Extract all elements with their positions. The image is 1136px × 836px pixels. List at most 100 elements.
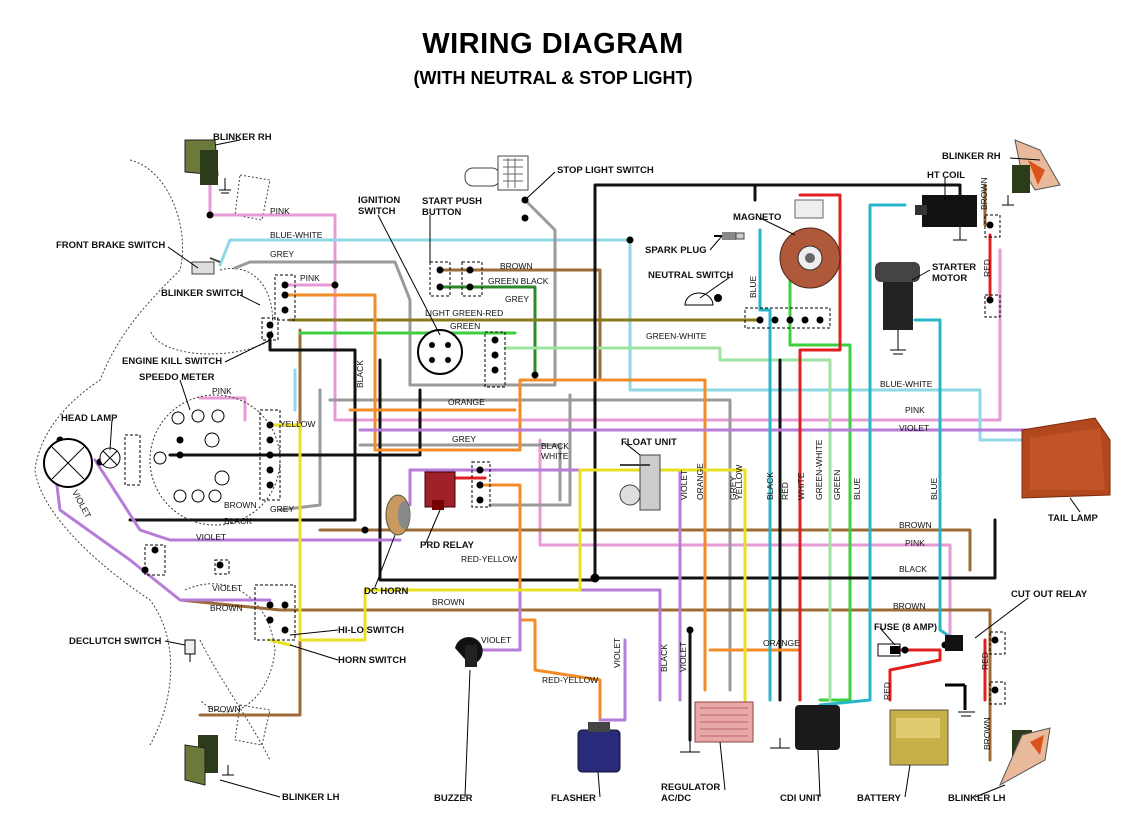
wire-grey (488, 393, 572, 507)
regulator-label-1: REGULATOR (661, 782, 720, 793)
wire-black (593, 518, 997, 580)
leader-lines (109, 139, 1081, 798)
front-brake-switch-icon (191, 257, 221, 275)
wire-label-orange: ORANGE (695, 463, 705, 500)
blinker-rh-right-label: BLINKER RH (942, 151, 1001, 162)
battery-icon (889, 683, 975, 766)
speedo-meter-icon (149, 394, 281, 526)
wire-label-white: WHITE (796, 472, 806, 500)
wire-label-pink: PINK (212, 386, 232, 396)
wire-label-light-green-red: LIGHT GREEN-RED (425, 308, 503, 318)
buzzer-label: BUZZER (434, 793, 473, 804)
starter-motor-icon (875, 262, 920, 355)
buzzer-icon (455, 637, 483, 667)
wire-label-red: RED (980, 652, 990, 670)
fuse-icon (877, 643, 901, 657)
wire-grey (233, 198, 557, 387)
wire-black (168, 388, 422, 457)
wire-label-black: BLACK (224, 516, 252, 526)
wire-label-red-yellow: RED-YELLOW (461, 554, 517, 564)
wire-label-pink: PINK (300, 273, 320, 283)
wire-brown (318, 528, 972, 572)
ignition-switch-icon (417, 329, 463, 375)
page-subtitle: (WITH NEUTRAL & STOP LIGHT) (413, 68, 693, 88)
wire-label-blue-white: BLUE-WHITE (270, 230, 323, 240)
magneto-label: MAGNETO (733, 212, 781, 223)
wire-red (798, 193, 842, 702)
engine-kill-switch-label: ENGINE KILL SWITCH (122, 356, 222, 367)
wire-label-violet: VIOLET (70, 488, 93, 519)
wire-label-grey: GREY (452, 434, 476, 444)
wire-red (888, 648, 942, 702)
wire-label-violet: VIOLET (612, 638, 622, 668)
starter-motor-label-2: MOTOR (932, 273, 967, 284)
wire-label-brown: BROWN (210, 603, 243, 613)
declutch-switch-icon (184, 639, 196, 662)
wire-label-brown: BROWN (432, 597, 465, 607)
wire-violet (93, 458, 402, 542)
wire-orange (483, 483, 602, 722)
wire-black (378, 183, 757, 582)
wires (53, 183, 1032, 762)
horn-switch-label: HORN SWITCH (338, 655, 406, 666)
wire-violet (53, 468, 272, 602)
wire-label-brown: BROWN (500, 261, 533, 271)
tail-lamp-icon (1021, 417, 1111, 499)
magneto-icon (779, 199, 841, 289)
declutch-switch-label: DECLUTCH SWITCH (69, 636, 161, 647)
wire-label-violet: VIOLET (678, 642, 688, 672)
wire-grey (328, 398, 732, 692)
wire-yellow (268, 423, 747, 742)
dc-horn-label: DC HORN (364, 586, 408, 597)
wire-label-brown: BROWN (224, 500, 257, 510)
cdi-unit-icon (770, 705, 840, 750)
wire-black (128, 333, 357, 522)
wire-violet (598, 638, 627, 722)
wire-brown (438, 268, 602, 382)
wire-label-grey: GREY (270, 249, 294, 259)
starter-motor-label-1: STARTER (932, 262, 976, 273)
neutral-switch-label: NEUTRAL SWITCH (648, 270, 733, 281)
wire-blue (758, 228, 772, 702)
wire-label-red: RED (982, 259, 992, 277)
wire-label-black: BLACK (899, 564, 927, 574)
wire-label-red-yellow: RED-YELLOW (542, 675, 598, 685)
wire-label-violet: VIOLET (196, 532, 226, 542)
wire-grey (358, 443, 562, 502)
regulator-label-2: AC/DC (661, 793, 691, 804)
start-push-button-label-2: BUTTON (422, 207, 462, 218)
wire-label-orange: ORANGE (448, 397, 485, 407)
wire-label-brown: BROWN (899, 520, 932, 530)
wire-label-red: RED (780, 482, 790, 500)
regulator-icon (680, 701, 754, 753)
wire-label-orange: ORANGE (763, 638, 800, 648)
wire-green (788, 248, 852, 702)
battery-label: BATTERY (857, 793, 901, 804)
dc-horn-icon (385, 494, 411, 536)
blinker-rh-right-icon (1002, 139, 1061, 206)
wire-label-white: WHITE (541, 451, 569, 461)
blinker-switch-label: BLINKER SWITCH (161, 288, 243, 299)
wire-label-yellow: YELLOW (280, 419, 315, 429)
flasher-label: FLASHER (551, 793, 596, 804)
ht-coil-label: HT COIL (927, 170, 965, 181)
blinker-lh-right-label: BLINKER LH (948, 793, 1006, 804)
blinker-lh-left-label: BLINKER LH (282, 792, 340, 803)
blinker-rh-left-label: BLINKER RH (213, 132, 272, 143)
wire-label-violet: VIOLET (899, 423, 929, 433)
wire-label-green: GREEN (832, 470, 842, 500)
wire-label-red: RED (882, 682, 892, 700)
wire-green-white (503, 346, 832, 702)
cut-out-relay-label: CUT OUT RELAY (1011, 589, 1088, 600)
spark-plug-label: SPARK PLUG (645, 245, 707, 256)
wire-label-green-black: GREEN BLACK (488, 276, 549, 286)
wire-blue (818, 203, 907, 707)
wire-label-blue: BLUE (929, 477, 939, 500)
speedo-meter-label: SPEEDO METER (139, 372, 215, 383)
blinker-lh-right-icon (998, 727, 1051, 787)
page-title: WIRING DIAGRAM (422, 28, 684, 60)
wire-pink (198, 396, 247, 422)
wire-label-pink: PINK (905, 538, 925, 548)
wire-blue-white (218, 238, 1032, 442)
